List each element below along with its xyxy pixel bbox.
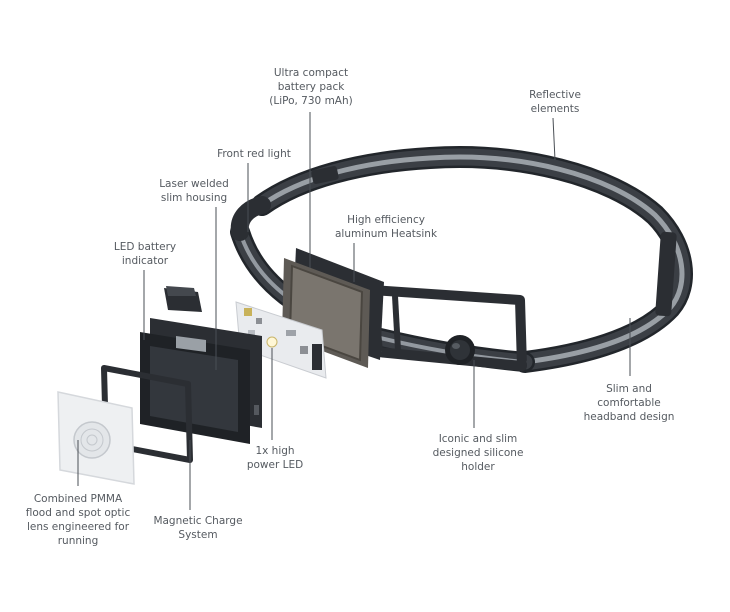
label-front-red-light: Front red light	[217, 148, 291, 160]
label-heatsink: High efficiency aluminum Heatsink	[334, 214, 438, 240]
label-power-led: 1x high power LED	[246, 445, 304, 471]
label-headband-design: Slim and comfortable headband design	[583, 383, 675, 423]
strap-buckle-top	[311, 166, 339, 184]
front-red-light	[164, 286, 202, 312]
label-magnetic-charge: Magnetic Charge System	[153, 515, 243, 541]
reflective-stripe	[259, 154, 685, 365]
label-pmma-lens: Combined PMMA flood and spot optic lens …	[25, 493, 131, 547]
strap-adjuster-right	[655, 231, 677, 317]
headband-strap	[230, 146, 693, 373]
label-silicone-holder: Iconic and slim designed silicone holder	[432, 433, 524, 473]
power-led	[266, 336, 278, 348]
leader-reflective	[552, 117, 556, 161]
led-pcb	[235, 301, 327, 379]
label-laser-welded-housing: Laser welded slim housing	[159, 178, 229, 204]
optic-lens	[57, 391, 135, 485]
label-battery-pack: Ultra compact battery pack (LiPo, 730 mA…	[269, 67, 353, 107]
label-led-battery-indicator: LED battery indicator	[113, 241, 177, 267]
leader-lines	[77, 112, 631, 510]
label-reflective-elements: Reflective elements	[529, 89, 581, 115]
